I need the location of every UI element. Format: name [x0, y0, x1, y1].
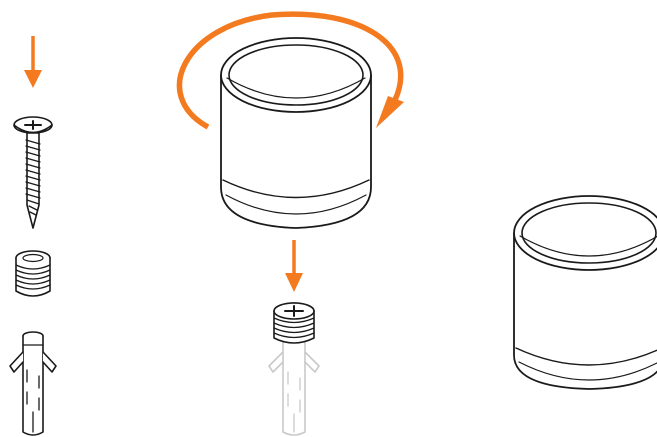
ghost-wall-plug-icon — [268, 329, 320, 436]
wood-screw-icon — [13, 116, 53, 229]
threaded-insert-icon-middle — [273, 302, 315, 344]
rotate-arrow-icon — [176, 11, 404, 130]
screw-direction-arrow-icon — [24, 36, 42, 88]
finished-cap-icon — [513, 195, 657, 390]
down-arrow-icon — [285, 240, 303, 292]
rotating-cap-icon — [220, 37, 372, 229]
threaded-insert-icon — [15, 250, 51, 297]
wall-plug-icon — [9, 331, 57, 436]
